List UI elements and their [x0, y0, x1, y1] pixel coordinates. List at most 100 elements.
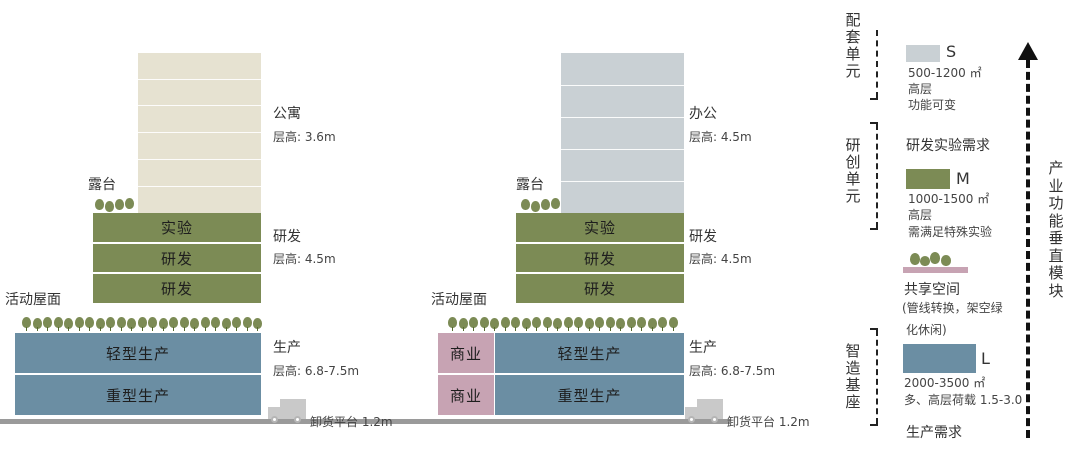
tree-icon [616, 318, 625, 329]
m-letter: M [956, 169, 970, 188]
rd-block-research-2: 研发 [93, 274, 261, 305]
loading-dock-label: 卸货平台 1.2m [310, 415, 393, 429]
heavy-production-block: 重型生产 [15, 375, 261, 417]
rd-block-research-1: 研发 [516, 244, 684, 274]
tree-icon [668, 317, 678, 328]
tree-icon [658, 317, 667, 328]
prod-need-label: 生产需求 [906, 425, 962, 441]
tree-icon [553, 318, 562, 329]
tree-icon [32, 318, 42, 329]
tree-icon [448, 317, 457, 328]
tree-icon [595, 317, 604, 328]
tree-icon [521, 318, 531, 329]
heavy-production-block: 重型生产 [495, 375, 684, 417]
rd-block-research-1: 研发 [93, 244, 261, 274]
tree-icon [458, 318, 468, 329]
tree-icon [127, 318, 136, 329]
apartment-tower [138, 53, 261, 213]
tree-icon [490, 318, 499, 329]
unit-support-bracket [876, 30, 880, 98]
unit-base-bracket [876, 330, 880, 424]
tree-icon [53, 317, 63, 328]
l-line2: 多、高层荷载 1.5-3.0 [904, 393, 1023, 407]
s-line2: 高层 [908, 82, 933, 96]
tree-icon [85, 317, 94, 328]
production-label: 生产 [689, 340, 717, 356]
rd-label: 研发 [273, 229, 301, 245]
production-height: 层高: 6.8-7.5m [273, 364, 360, 378]
office-label: 办公 [689, 106, 717, 122]
rd-height: 层高: 4.5m [273, 252, 336, 266]
s-letter: S [946, 42, 957, 61]
tree-icon [148, 317, 157, 328]
shared-line3: 化休闲) [906, 323, 947, 337]
tree-icon [116, 317, 126, 328]
tree-icon [542, 317, 552, 328]
tree-icon [200, 317, 210, 328]
tree-icon [563, 317, 573, 328]
terrace-label: 露台 [88, 177, 116, 193]
tree-icon [221, 318, 231, 329]
swatch-l [903, 344, 976, 373]
unit-base-label: 智造基座 [845, 342, 861, 411]
s-area: 500-1200 ㎡ [908, 66, 982, 80]
tree-icon [574, 317, 583, 328]
tree-icon [232, 317, 241, 328]
tree-icon [511, 317, 520, 328]
light-production-block: 轻型生产 [15, 333, 261, 375]
office-height: 层高: 4.5m [689, 130, 752, 144]
tree-icon [211, 317, 220, 328]
tree-icon [137, 317, 147, 328]
l-letter: L [981, 349, 990, 368]
tree-icon [584, 318, 594, 329]
commerce-block-lower: 商业 [438, 375, 494, 417]
tree-icon [253, 318, 262, 329]
ground-line [400, 419, 730, 424]
unit-rd-label: 研创单元 [845, 136, 861, 205]
loading-dock-label: 卸货平台 1.2m [727, 415, 810, 429]
tree-icon [43, 317, 52, 328]
ground-line [0, 419, 402, 424]
unit-rd-bracket [876, 124, 880, 228]
vertical-axis-label: 产业功能垂直模块 [1048, 159, 1064, 300]
shared-line2: (管线转换，架空绿 [902, 301, 1003, 315]
tree-icon [169, 317, 178, 328]
tree-icon [647, 318, 657, 329]
rd-block-lab: 实验 [93, 213, 261, 244]
production-height: 层高: 6.8-7.5m [689, 364, 776, 378]
rd-block-research-2: 研发 [516, 274, 684, 305]
swatch-s [906, 45, 940, 62]
commerce-block-upper: 商业 [438, 333, 494, 375]
rd-need-label: 研发实验需求 [906, 138, 990, 154]
swatch-m [906, 169, 950, 189]
tree-icon [22, 317, 31, 328]
tree-icon [469, 317, 478, 328]
tree-icon [479, 317, 489, 328]
light-production-block: 轻型生产 [495, 333, 684, 375]
rd-height: 层高: 4.5m [689, 252, 752, 266]
tree-icon [179, 317, 189, 328]
tree-icon [242, 317, 252, 328]
office-tower [561, 53, 684, 213]
l-area: 2000-3500 ㎡ [904, 376, 986, 390]
tree-icon [158, 318, 168, 329]
tree-icon [605, 317, 615, 328]
production-label: 生产 [273, 340, 301, 356]
rd-label: 研发 [689, 229, 717, 245]
terrace-label: 露台 [516, 177, 544, 193]
s-line3: 功能可变 [908, 98, 957, 112]
tree-icon [637, 317, 646, 328]
rd-block-lab: 实验 [516, 213, 684, 244]
tree-icon [532, 317, 541, 328]
tree-icon [626, 317, 636, 328]
tree-icon [95, 318, 105, 329]
m-line2: 高层 [908, 208, 933, 222]
apartment-height: 层高: 3.6m [273, 130, 336, 144]
apartment-label: 公寓 [273, 106, 301, 122]
tree-icon [74, 317, 84, 328]
tree-icon [106, 317, 115, 328]
tree-icon [64, 318, 73, 329]
m-line3: 需满足特殊实验 [908, 225, 993, 239]
tree-icon [500, 317, 510, 328]
m-area: 1000-1500 ㎡ [908, 192, 990, 206]
